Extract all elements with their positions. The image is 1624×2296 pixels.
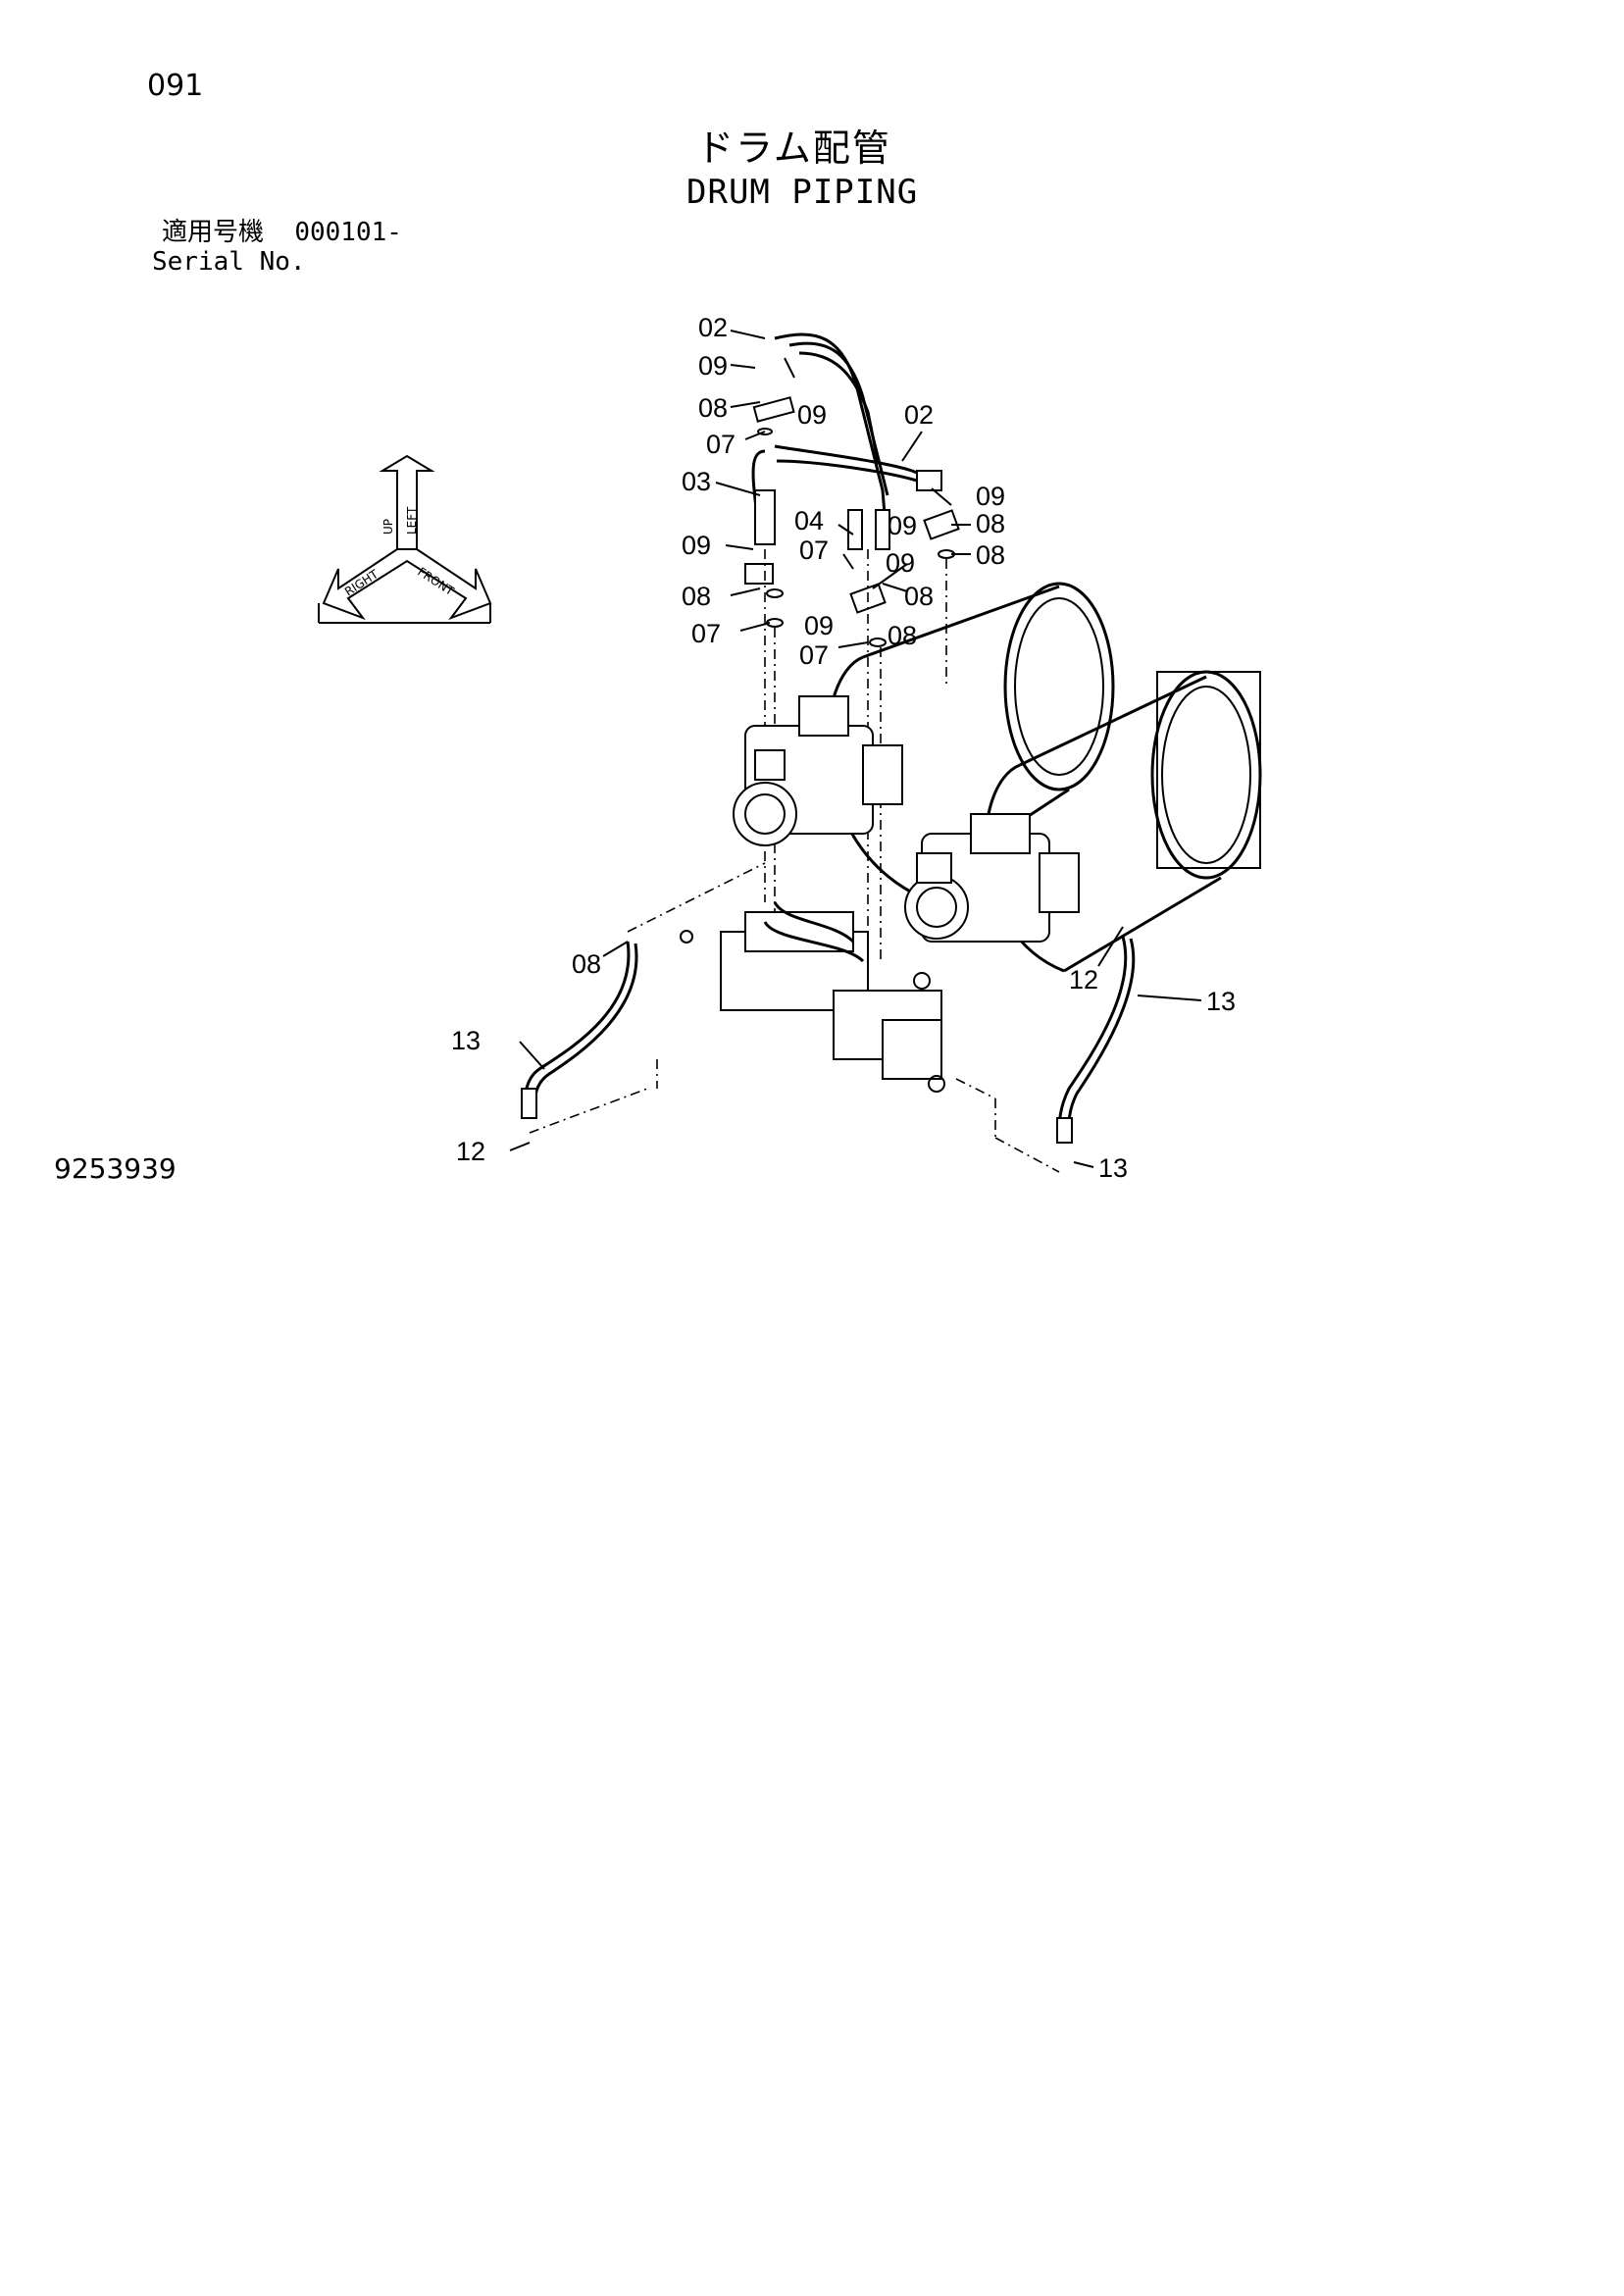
control-valve-block: [680, 901, 945, 1093]
callout-08: 08: [682, 582, 711, 611]
callout-08: 08: [698, 393, 728, 423]
callout-13: 13: [1098, 1153, 1128, 1183]
callout-09: 07: [799, 536, 829, 565]
callout-02: 02: [904, 400, 934, 430]
callout-07: 07: [706, 430, 736, 459]
page-title-jp: ドラム配管: [696, 127, 891, 170]
callout-02: 02: [698, 313, 728, 342]
callout-09: 09: [888, 511, 917, 540]
callout-12: 13: [1206, 987, 1236, 1016]
serial-info: 適用号機 000101- Serial No.: [152, 218, 402, 277]
callout-08: 08: [976, 509, 1005, 538]
orientation-arrows-icon: UP LEFT RIGHT FRONT: [318, 454, 492, 624]
callout-leaders: [509, 330, 1202, 1168]
serial-range: 000101-: [294, 218, 402, 247]
callout-08: 09: [886, 548, 915, 578]
page-title-en: DRUM PIPING: [686, 173, 919, 212]
orientation-label-left: LEFT: [405, 506, 419, 535]
orientation-label-right: RIGHT: [342, 567, 381, 599]
callout-09: 09: [698, 351, 728, 381]
callout-12: 13: [451, 1026, 481, 1055]
callout-08: 09: [804, 611, 834, 640]
callout-13: 08: [572, 949, 601, 979]
callout-08: 08: [888, 621, 917, 650]
page-number: 091: [147, 69, 204, 103]
callout-07: 08: [976, 540, 1005, 570]
front-drum-motor: [904, 813, 1080, 943]
callout-03: 03: [682, 467, 711, 496]
lower-hoses: [521, 936, 1136, 1144]
callout-09: 09: [976, 482, 1005, 511]
drawing-number: 9253939: [54, 1152, 177, 1185]
callout-13: 12: [456, 1137, 485, 1166]
callout-04: 04: [794, 506, 824, 536]
callout-07: 07: [691, 619, 721, 648]
serial-label-jp: 適用号機: [162, 218, 265, 247]
serial-label-en: Serial No.: [152, 247, 306, 277]
callout-09: 08: [904, 582, 934, 611]
orientation-label-up: UP: [381, 519, 395, 535]
callout-09: 09: [797, 400, 827, 430]
callout-labels: 02 09 08 09 07 02 03 09 04 09 08 09 08 0…: [451, 313, 1236, 1183]
upper-hoses: [751, 332, 942, 550]
rear-drum-motor: [733, 695, 903, 846]
callout-13: 12: [1069, 965, 1098, 995]
callout-09: 09: [682, 531, 711, 560]
callout-07: 07: [799, 640, 829, 670]
